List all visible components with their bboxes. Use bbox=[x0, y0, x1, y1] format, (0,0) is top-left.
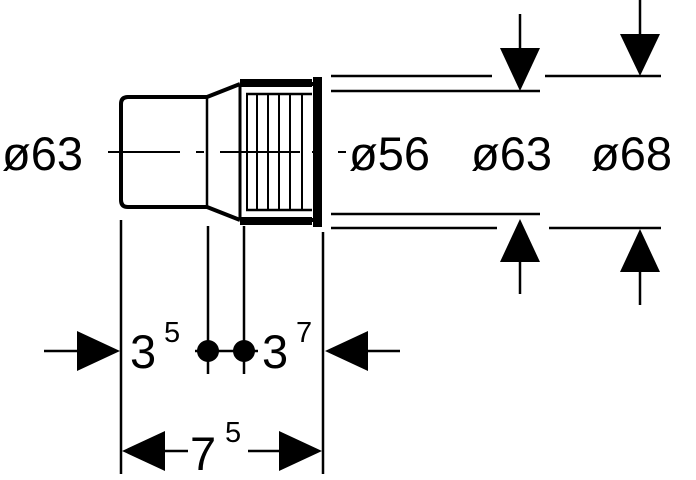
right-diameter-label-1: ø56 bbox=[349, 127, 430, 180]
arrow-right-icon bbox=[77, 331, 120, 371]
arrow-down-icon bbox=[620, 34, 660, 76]
dot-marker-left bbox=[197, 340, 219, 362]
arrow-up-icon bbox=[500, 219, 540, 262]
dot-marker-right bbox=[233, 340, 255, 362]
arrow-right-icon bbox=[279, 431, 322, 471]
dim-3-5-exp: 5 bbox=[164, 317, 180, 349]
dim-3-5-base: 3 bbox=[130, 325, 156, 378]
arrow-down-icon bbox=[500, 48, 540, 91]
right-diameter-label-2: ø63 bbox=[471, 127, 552, 180]
dim-3-7-base: 3 bbox=[262, 325, 288, 378]
arrow-up-icon bbox=[620, 229, 660, 272]
arrow-left-icon bbox=[325, 331, 368, 371]
arrow-left-icon bbox=[122, 431, 165, 471]
diameter-arrows bbox=[500, 0, 660, 305]
dim-7-5-base: 7 bbox=[190, 427, 216, 480]
dim-7-5-exp: 5 bbox=[225, 417, 241, 449]
diameter-extension-lines bbox=[331, 74, 661, 230]
left-diameter-label: ø63 bbox=[2, 127, 83, 180]
dim-3-7-exp: 7 bbox=[296, 317, 312, 349]
length-arrows bbox=[44, 331, 400, 471]
taper-section bbox=[206, 82, 241, 222]
right-diameter-label-3: ø68 bbox=[591, 127, 672, 180]
